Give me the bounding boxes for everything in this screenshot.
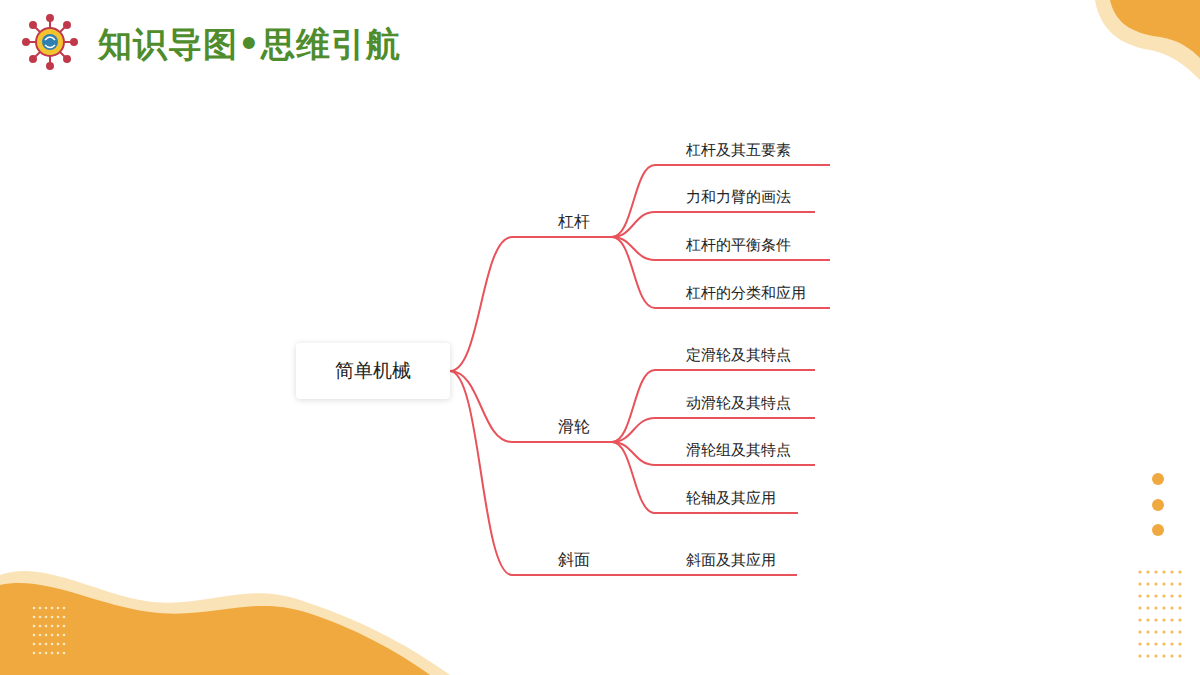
root-box: 简单机械 (296, 343, 450, 399)
leaf-topic: 杠杆的平衡条件 (655, 233, 830, 261)
leaf-topic: 动滑轮及其特点 (655, 391, 815, 419)
node-label: 简单机械 (335, 358, 411, 384)
branch-connector (612, 165, 655, 237)
branch-connector (612, 237, 655, 308)
branch-connector (612, 370, 655, 442)
leaf-topic: 滑轮组及其特点 (655, 438, 815, 466)
dot-grid (33, 607, 66, 655)
branch-topic: 杠杆 (512, 210, 612, 238)
leaf-topic: 力和力臂的画法 (655, 185, 815, 213)
node-label: 斜面及其应用 (686, 551, 776, 569)
bottom-blob (0, 583, 430, 675)
node-label: 杠杆的平衡条件 (686, 236, 791, 254)
node-label: 定滑轮及其特点 (686, 346, 791, 364)
branch-connector (450, 371, 512, 575)
branch-topic: 斜面 (512, 548, 612, 576)
brain-icon (23, 15, 77, 69)
dot-grid (1138, 570, 1181, 657)
branch-connector (450, 237, 512, 371)
node-label: 力和力臂的画法 (686, 188, 791, 206)
branch-connector (612, 418, 655, 442)
branch-connector (612, 574, 655, 576)
corner-blob (1110, 0, 1200, 58)
node-label: 杠杆 (558, 212, 590, 231)
branch-connector (450, 371, 512, 442)
corner-blob-light (1095, 0, 1200, 80)
node-label: 杠杆及其五要素 (686, 141, 791, 159)
side-dots (1152, 473, 1164, 536)
leaf-topic: 定滑轮及其特点 (655, 343, 815, 371)
leaf-topic: 斜面及其应用 (655, 548, 797, 576)
bottom-blob-light (0, 571, 450, 675)
branch-connector (612, 212, 655, 237)
node-label: 滑轮组及其特点 (686, 441, 791, 459)
node-label: 轮轴及其应用 (686, 489, 776, 507)
node-label: 斜面 (558, 550, 590, 569)
node-label: 动滑轮及其特点 (686, 394, 791, 412)
leaf-topic: 杠杆及其五要素 (655, 138, 830, 166)
page-title: 知识导图•思维引航 (98, 22, 401, 68)
node-label: 滑轮 (558, 417, 590, 436)
branch-connector (612, 442, 655, 513)
node-label: 杠杆的分类和应用 (686, 284, 806, 302)
branch-topic: 滑轮 (512, 415, 612, 443)
leaf-topic: 杠杆的分类和应用 (655, 281, 830, 309)
leaf-topic: 轮轴及其应用 (655, 486, 798, 514)
